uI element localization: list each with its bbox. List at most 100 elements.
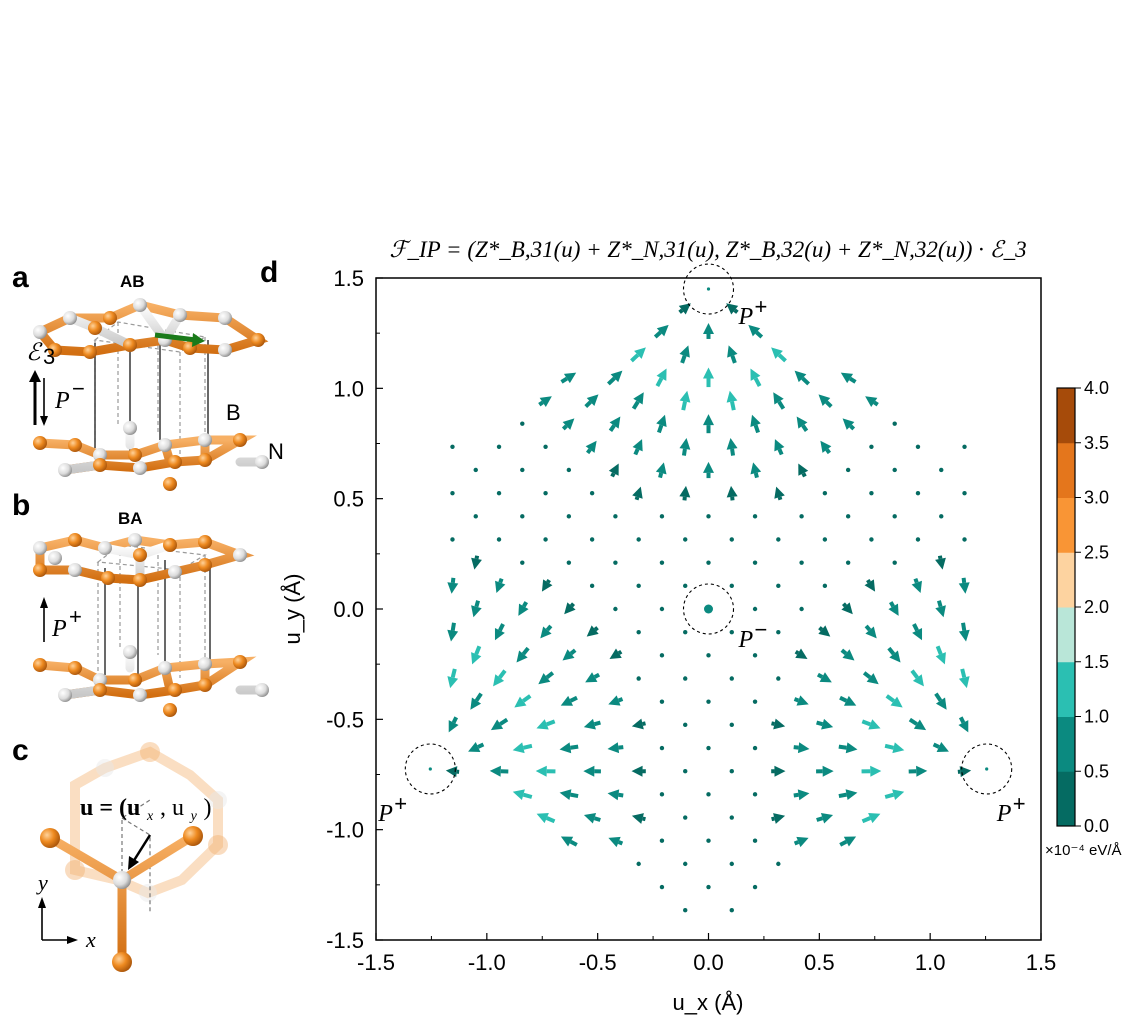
vector-arrow-shaft [861, 719, 871, 727]
vector-dot [752, 838, 758, 843]
vector-arrow-head [514, 696, 527, 708]
vector-arrow-head [820, 812, 834, 824]
vector-dot [706, 560, 711, 565]
vector-dot [683, 722, 688, 728]
vector-arrow-shaft [474, 600, 481, 608]
colorbar-segment [1057, 607, 1075, 663]
vector-arrow-head [794, 370, 807, 383]
vector-arrow-head [773, 392, 784, 405]
colorbar-tick-label: 0.5 [1084, 761, 1109, 781]
y-tick-label: -0.5 [326, 707, 364, 732]
vector-arrow-head [818, 394, 831, 406]
vector-arrow-shaft [569, 602, 576, 608]
vector-arrow-shaft [522, 792, 533, 799]
vector-arrow-head [748, 324, 761, 337]
vector-dot [822, 537, 828, 542]
vector-arrow-head [845, 789, 858, 801]
vector-arrow-shaft [793, 697, 800, 703]
vector-arrow-head [911, 580, 922, 593]
vector-arrow-shaft [777, 353, 787, 363]
vector-arrow-head [490, 719, 504, 731]
xy-axes: y x [36, 870, 96, 952]
vector-dot [496, 490, 502, 496]
vector-arrow-head [447, 629, 459, 642]
vector-dot [636, 629, 641, 635]
vector-arrow-shaft [840, 648, 848, 656]
panel-b-polarization-sup: + [69, 604, 82, 629]
vector-dot [939, 467, 944, 473]
vector-arrow-head [797, 742, 810, 754]
vector-arrow-head [958, 676, 970, 689]
vector-arrow-head [564, 602, 576, 615]
polarization-site-dot [985, 767, 989, 771]
panel-d-label: d [260, 256, 278, 289]
vector-arrow-shaft [934, 692, 943, 702]
vector-arrow-head [583, 718, 596, 730]
vector-arrow-shaft [884, 792, 895, 799]
vector-arrow-head [631, 813, 644, 824]
vector-arrow-head [655, 462, 667, 475]
vector-arrow-shaft [885, 694, 895, 703]
vector-arrow-head [631, 765, 643, 777]
vector-arrow-shaft [653, 330, 662, 339]
colorbar-unit: ×10⁻⁴ eV/Å [1045, 842, 1122, 859]
vector-arrow-shaft [610, 472, 616, 478]
vector-dot [822, 490, 828, 496]
colorbar: 0.00.51.01.52.02.53.03.54.0 ×10⁻⁴ eV/Å [1045, 378, 1122, 859]
u-vector-end: ) [204, 795, 212, 821]
u-vector-text: u = (u [80, 795, 140, 821]
vector-arrow-shaft [560, 376, 568, 384]
vector-arrow-head [539, 396, 552, 407]
vector-arrow-head [892, 742, 905, 754]
vector-arrow-head [540, 626, 552, 639]
vector-arrow-head [586, 625, 599, 637]
vector-arrow-head [679, 345, 690, 358]
vector-dot [892, 560, 897, 565]
vector-dot [752, 699, 758, 704]
vector-arrow-head [585, 672, 598, 683]
vector-arrow-shaft [680, 355, 687, 364]
vector-arrow-head [750, 414, 761, 427]
x-tick-label: 1.0 [915, 950, 946, 975]
vector-arrow-head [958, 720, 969, 733]
vector-arrow-shaft [961, 577, 967, 584]
vector-arrow-shaft [593, 816, 601, 822]
vector-dot [892, 421, 897, 426]
vector-dot [776, 676, 781, 681]
vector-arrow-head [560, 836, 574, 847]
vector-dot [659, 745, 665, 751]
vector-arrow-head [608, 836, 621, 848]
vector-dot [450, 490, 455, 496]
vector-dot [613, 514, 618, 519]
vector-arrow-shaft [793, 745, 799, 750]
vector-arrow-head [771, 347, 783, 359]
vector-arrow-shaft [908, 717, 918, 726]
panel-c: c [12, 734, 228, 972]
vector-arrow-head [562, 649, 575, 661]
colorbar-tick-label: 0.0 [1084, 816, 1109, 836]
vector-dot [776, 629, 781, 635]
vector-dot [845, 560, 851, 565]
vector-dot [752, 560, 758, 565]
vector-arrow-head [536, 812, 549, 824]
vector-arrow-head [448, 720, 459, 733]
vector-arrow-shaft [634, 496, 640, 501]
vector-arrow-shaft [873, 400, 879, 407]
u-vector-mid: , u [160, 795, 184, 821]
x-tick-label: 1.5 [1026, 950, 1057, 975]
vector-dot [845, 467, 851, 473]
vector-arrow-shaft [608, 424, 616, 432]
vector-arrow-shaft [777, 448, 784, 456]
vector-arrow-head [494, 627, 505, 641]
vector-arrow-shaft [777, 496, 783, 501]
polarization-markers: P+P−P+P+ [377, 263, 1026, 827]
vector-arrow-shaft [538, 400, 544, 407]
x-tick-label: 0.5 [804, 950, 835, 975]
vector-dot [683, 537, 688, 542]
colorbar-segment [1057, 716, 1075, 772]
colorbar-tick-label: 2.0 [1084, 597, 1109, 617]
vector-dot [613, 560, 618, 565]
vector-arrow-shaft [816, 816, 824, 822]
vector-arrow-shaft [499, 717, 509, 726]
